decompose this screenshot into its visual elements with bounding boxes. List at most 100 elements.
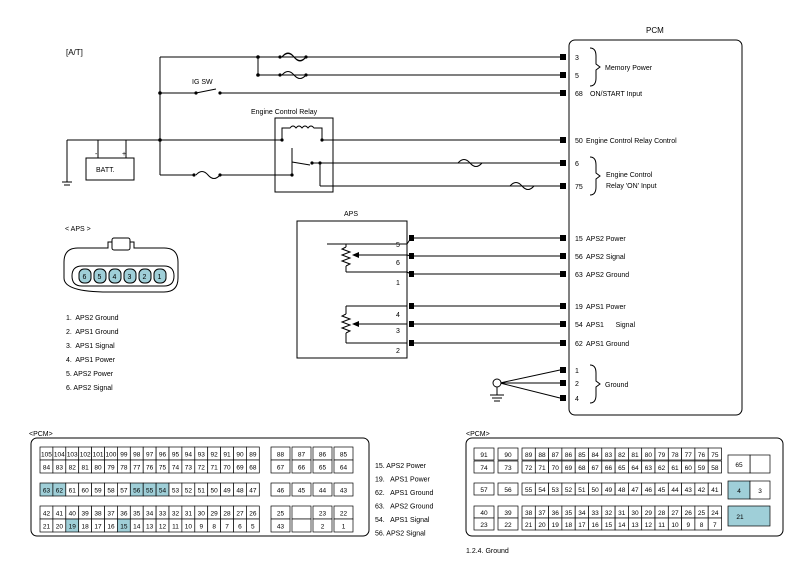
pcm-right-cell-number: 67 — [592, 465, 600, 472]
pcm-right-cell-number: 63 — [645, 465, 653, 472]
pcm-left-cell-number: 78 — [120, 465, 128, 472]
pcm-left-cell-number: 15 — [120, 524, 128, 531]
pcm-left-cell-number: 54 — [159, 488, 167, 495]
pcm-pin-label: 5 — [575, 73, 579, 80]
pcm-right-cell-number: 76 — [698, 452, 706, 459]
pcm-left-cell-number: 90 — [236, 452, 244, 459]
pcm-right-cell-number: 24 — [711, 510, 719, 517]
pcm-left-cell-number: 18 — [82, 524, 90, 531]
pcm-right-cell-number: 60 — [685, 465, 693, 472]
pcm-right-cell-number: 49 — [605, 487, 613, 494]
pcm-left-extra-number: 67 — [277, 465, 285, 472]
pcm-left-cell-number: 47 — [249, 488, 257, 495]
pcm-right-cell — [497, 460, 519, 474]
pcm-left-cell-number: 41 — [56, 511, 64, 518]
aps-connector-label: < APS > — [65, 226, 91, 233]
pcm-left-cell-number: 63 — [43, 488, 51, 495]
pcm-left-cell-number: 93 — [198, 452, 206, 459]
pcm-left-cell-number: 7 — [225, 524, 229, 531]
pcm-left-extra-number: 64 — [340, 465, 348, 472]
pcm-left-cell-number: 11 — [172, 524, 179, 531]
aps-connector-cell — [138, 268, 152, 284]
pcm-pin-75 — [560, 183, 566, 189]
svg-text:-: - — [95, 151, 98, 158]
pcm-left-cell-number: 37 — [107, 511, 115, 518]
pcm-right-cell-number: 8 — [700, 522, 704, 529]
pcm-left-extra-cell — [291, 482, 312, 497]
pcm-pin-label: 56 — [575, 254, 583, 261]
pcm-right-legend: 1.2.4. Ground — [466, 548, 509, 555]
pcm-left-cell-number: 57 — [120, 488, 128, 495]
aps-connector-cell-number: 2 — [143, 274, 147, 281]
pcm-left-cell-number: 89 — [249, 452, 257, 459]
pcm-left-legend-item: 54. APS1 Signal — [375, 517, 430, 524]
pcm-pin-6 — [560, 160, 566, 166]
pcm-left-extra-number: 66 — [298, 465, 306, 472]
pcm-right-cell-number: 13 — [631, 522, 639, 529]
pcm-right-cell — [473, 482, 495, 496]
pcm-left-cell-number: 36 — [120, 511, 128, 518]
pcm-left-cell-number: 31 — [185, 511, 193, 518]
pcm-left-extra-cell — [312, 482, 333, 497]
ig-sw-label: IG SW — [192, 79, 213, 86]
pcm-left-cell-number: 95 — [172, 452, 180, 459]
pcm-pin-3 — [560, 54, 566, 60]
pcm-right-cell-number: 28 — [658, 510, 666, 517]
pcm-right-cell-number: 41 — [711, 487, 719, 494]
pcm-left-extra-number: 23 — [319, 511, 327, 518]
aps-sensor-box — [296, 220, 408, 359]
aps-connector — [63, 237, 179, 293]
aps-pin-number: 2 — [396, 348, 400, 355]
pcm-right-cell-number: 19 — [552, 522, 560, 529]
engine-control-relay — [274, 117, 334, 193]
pcm-left-cell-number: 50 — [211, 488, 219, 495]
pcm-right-cell — [497, 482, 519, 496]
aps-pin-number: 1 — [396, 280, 400, 287]
svg-text:Engine Control: Engine Control — [606, 172, 653, 179]
pcm-right-cell — [497, 517, 519, 531]
pcm-right-side-number: 21 — [736, 514, 744, 521]
pcm-right-cell-number: 37 — [538, 510, 546, 517]
pcm-left-extra-number: 2 — [321, 524, 325, 531]
aps-connector-cell-number: 4 — [113, 274, 117, 281]
fuse-symbols — [195, 52, 535, 190]
pcm-right-cell-number: 55 — [525, 487, 533, 494]
aps-connector-cell — [123, 268, 137, 284]
aps-legend-item: 4. APS1 Power — [66, 357, 116, 364]
pcm-left-cell-number: 6 — [238, 524, 242, 531]
pcm-left-cell-number: 33 — [159, 511, 167, 518]
pcm-right-cell-number: 59 — [698, 465, 706, 472]
pcm-left-cell-number: 98 — [133, 452, 141, 459]
pcm-right-cell-number: 33 — [592, 510, 600, 517]
pcm-pin-label: 15 — [575, 236, 583, 243]
pcm-pin-19 — [560, 303, 566, 309]
pcm-right-cell-number: 44 — [671, 487, 679, 494]
pcm-pin-marks — [560, 54, 566, 401]
aps-legend-item: 1. APS2 Ground — [66, 315, 119, 322]
pcm-left-extra-number: 46 — [277, 488, 285, 495]
pcm-right-cell — [707, 517, 722, 531]
pcm-right-cell-number: 69 — [565, 465, 573, 472]
pcm-left-legend-item: 56. APS2 Signal — [375, 531, 426, 538]
aps-pin-number: 3 — [396, 328, 400, 335]
pcm-left-cell-number: 16 — [107, 524, 115, 531]
pcm-right-cell-number: 66 — [605, 465, 613, 472]
pcm-pin-desc: APS1 Ground — [586, 341, 629, 348]
pcm-left-cell-number: 39 — [82, 511, 90, 518]
pcm-pin-label: 2 — [575, 381, 579, 388]
pcm-right-cell-number: 40 — [480, 510, 488, 517]
pcm-left-cell-number: 102 — [80, 452, 91, 459]
pcm-right-cell-number: 20 — [538, 522, 546, 529]
pcm-left-legend-item: 63. APS2 Ground — [375, 504, 433, 511]
pcm-right-cell-number: 83 — [605, 452, 613, 459]
pcm-right-cell-number: 29 — [645, 510, 653, 517]
pcm-left-extra-number: 25 — [277, 511, 285, 518]
pcm-left-cell-number: 48 — [236, 488, 244, 495]
aps-pin-number: 6 — [396, 260, 400, 267]
pcm-pin-desc: APS1 Signal — [586, 322, 635, 329]
pcm-left-extra-cell — [312, 518, 333, 533]
pcm-left-extra-cell — [270, 459, 291, 474]
battery-label: BATT. — [96, 167, 115, 174]
